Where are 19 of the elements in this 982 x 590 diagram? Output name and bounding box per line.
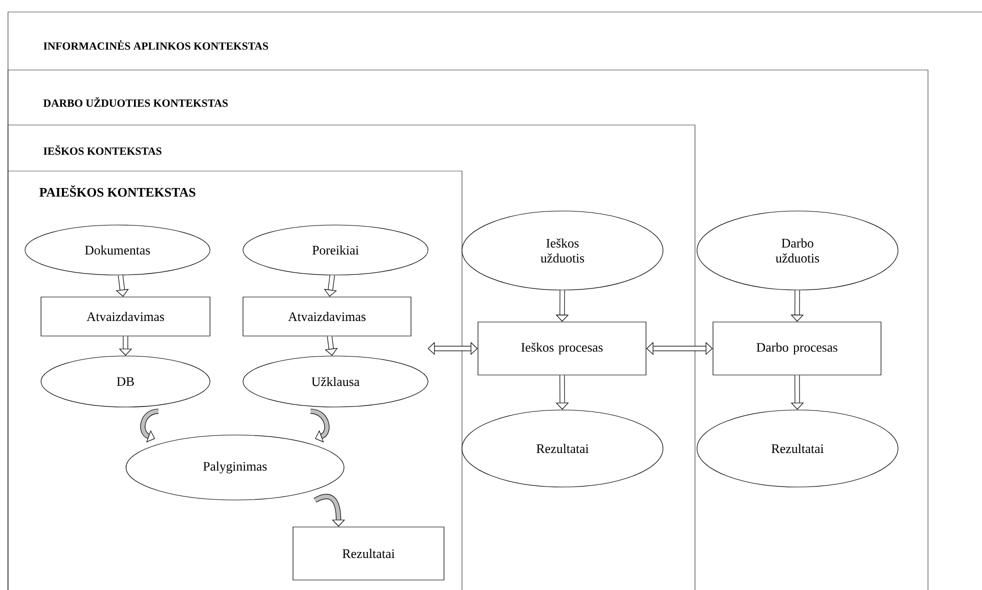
ellipse-node: Užklausa bbox=[242, 356, 428, 408]
ellipse-node: Dokumentas bbox=[24, 224, 210, 276]
ellipse-node: Rezultatai bbox=[462, 410, 664, 488]
block-arrow bbox=[428, 342, 478, 356]
block-arrow bbox=[646, 342, 713, 356]
block-arrow bbox=[310, 408, 330, 442]
block-arrow bbox=[314, 494, 346, 527]
process-box: Atvaizdavimas bbox=[242, 296, 412, 336]
ellipse-node: Rezultatai bbox=[696, 410, 898, 488]
process-box: Atvaizdavimas bbox=[40, 296, 210, 336]
block-arrow bbox=[140, 408, 159, 442]
ellipse-node: Darbo užduotis bbox=[696, 210, 898, 290]
ellipse-node: DB bbox=[40, 356, 210, 408]
ellipse-node: Poreikiai bbox=[242, 224, 428, 276]
ellipse-node: Palyginimas bbox=[126, 434, 344, 500]
process-box: Darbo procesas bbox=[712, 322, 882, 376]
process-box: Rezultatai bbox=[292, 526, 444, 580]
process-box: Ieškos procesas bbox=[478, 322, 646, 376]
ellipse-node: Ieškos užduotis bbox=[462, 210, 664, 290]
